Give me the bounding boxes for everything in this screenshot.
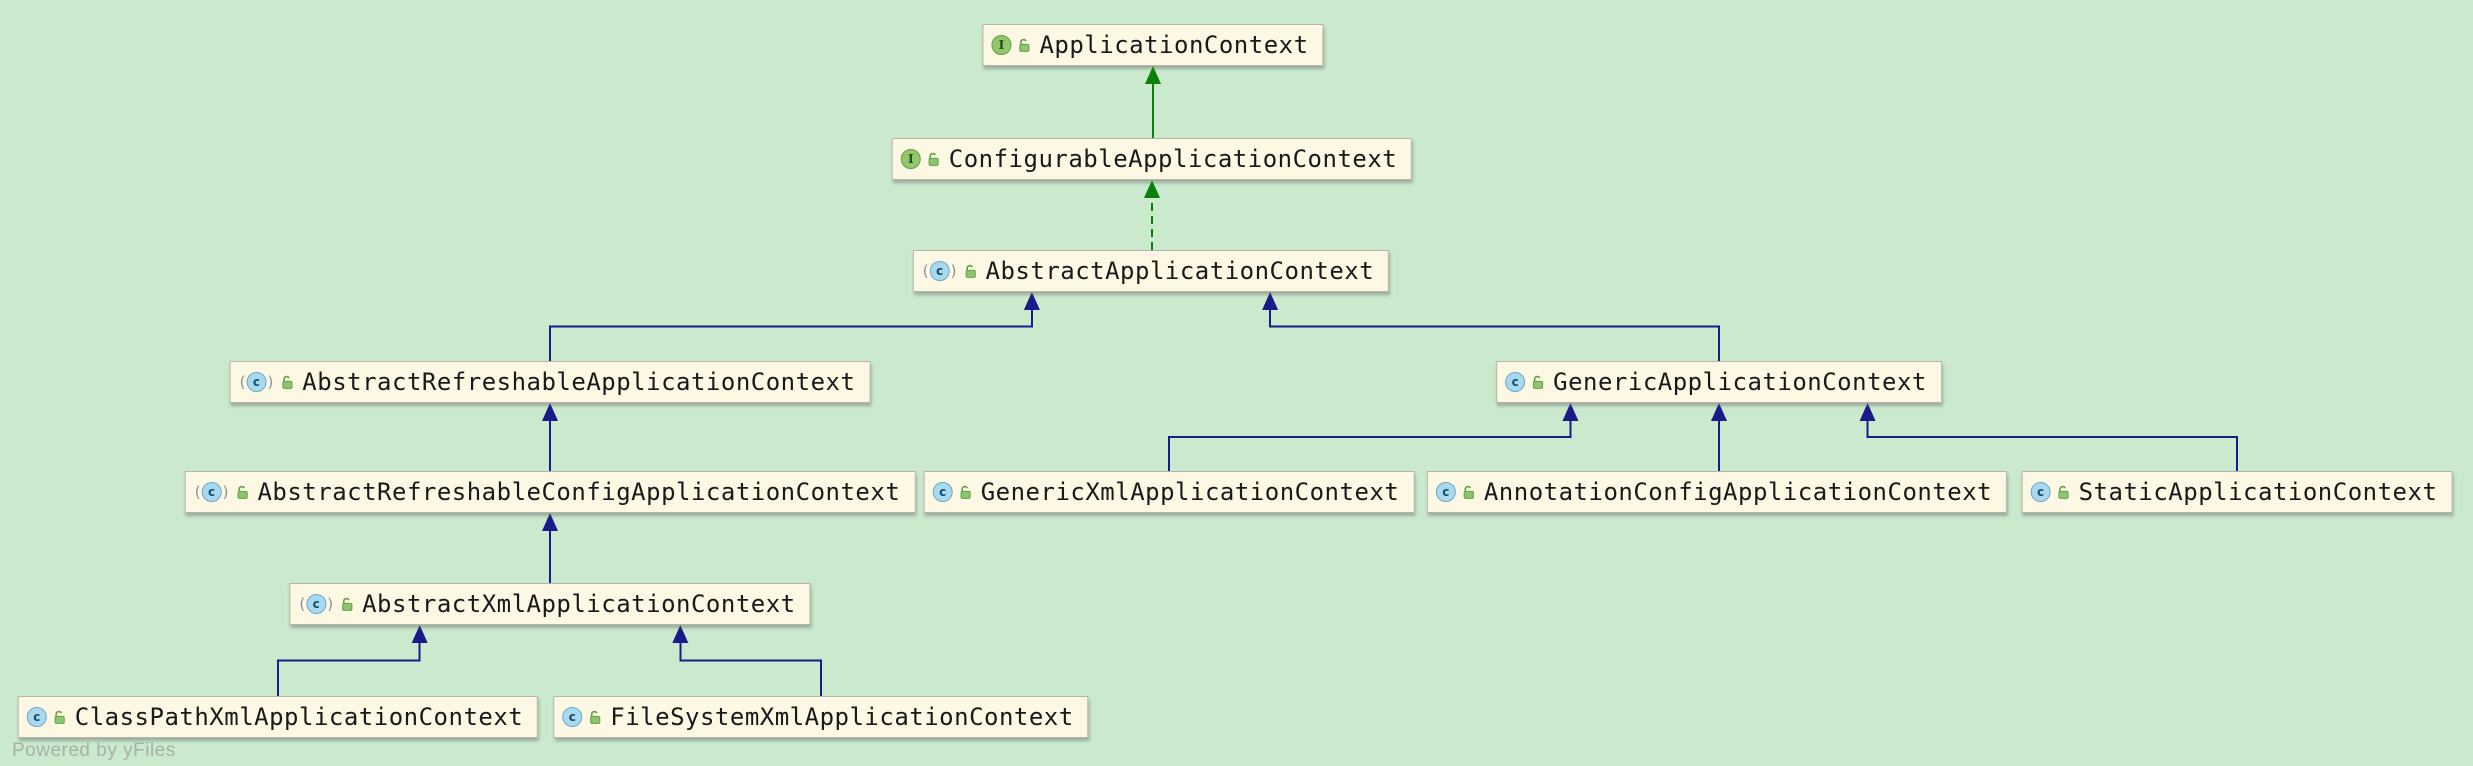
class-name-label: FileSystemXmlApplicationContext: [610, 703, 1074, 731]
inheritance-arrowhead: [1859, 403, 1876, 421]
unlock-icon: [282, 375, 293, 389]
inheritance-edge-FileSystemXmlApplicationContext-to-AbstractXmlApplicationContext: [679, 642, 822, 696]
unlock-icon: [1019, 38, 1030, 52]
class-name-label: ClassPathXmlApplicationContext: [74, 703, 524, 731]
class-node-AbstractRefreshableConfigApplicationContext[interactable]: (c) AbstractRefreshableConfigApplicationC…: [184, 471, 916, 513]
unlock-icon: [590, 710, 601, 724]
interface-icon: I: [900, 149, 921, 169]
unlock-icon: [54, 710, 65, 724]
class-icon: c: [1435, 482, 1456, 502]
inheritance-arrowhead: [1144, 180, 1160, 198]
inheritance-edge-GenericXmlApplicationContext-to-GenericApplicationContext: [1168, 420, 1572, 471]
inheritance-arrowhead: [1711, 403, 1727, 421]
inheritance-arrowhead: [542, 403, 558, 421]
class-icon: c: [1505, 372, 1526, 392]
unlock-icon: [2058, 485, 2069, 499]
class-node-StaticApplicationContext[interactable]: c StaticApplicationContext: [2021, 471, 2453, 513]
class-node-AbstractXmlApplicationContext[interactable]: (c) AbstractXmlApplicationContext: [289, 583, 811, 625]
class-node-GenericXmlApplicationContext[interactable]: c GenericXmlApplicationContext: [923, 471, 1415, 513]
inheritance-edge-ClassPathXmlApplicationContext-to-AbstractXmlApplicationContext: [277, 642, 421, 696]
unlock-icon: [341, 597, 353, 611]
abstract-class-icon: (c): [194, 482, 229, 502]
class-node-AbstractRefreshableApplicationContext[interactable]: (c) AbstractRefreshableApplicationContext: [229, 361, 871, 403]
yfiles-watermark: Powered by yFiles: [12, 740, 176, 761]
abstract-class-icon: (c): [239, 372, 274, 392]
class-icon: c: [26, 707, 47, 727]
class-name-label: AbstractRefreshableApplicationContext: [302, 368, 856, 396]
unlock-icon: [960, 485, 971, 499]
class-icon: c: [932, 482, 953, 502]
unlock-icon: [928, 152, 939, 166]
class-icon: c: [562, 707, 583, 727]
class-name-label: ApplicationContext: [1039, 31, 1309, 59]
abstract-class-icon: (c): [299, 594, 334, 614]
unlock-icon: [1463, 485, 1474, 499]
class-node-GenericApplicationContext[interactable]: c GenericApplicationContext: [1496, 361, 1942, 403]
inheritance-arrowhead: [411, 625, 428, 643]
inheritance-arrowhead: [542, 513, 558, 531]
class-node-AbstractApplicationContext[interactable]: (c) AbstractApplicationContext: [912, 250, 1390, 292]
class-name-label: GenericApplicationContext: [1553, 368, 1927, 396]
inheritance-edge-GenericApplicationContext-to-AbstractApplicationContext: [1269, 309, 1720, 361]
class-name-label: AbstractApplicationContext: [985, 257, 1375, 285]
class-node-FileSystemXmlApplicationContext[interactable]: c FileSystemXmlApplicationContext: [553, 696, 1089, 738]
unlock-icon: [965, 264, 976, 278]
inheritance-edge-StaticApplicationContext-to-GenericApplicationContext: [1866, 420, 2238, 471]
class-node-ClassPathXmlApplicationContext[interactable]: c ClassPathXmlApplicationContext: [17, 696, 539, 738]
class-node-AnnotationConfigApplicationContext[interactable]: c AnnotationConfigApplicationContext: [1426, 471, 2008, 513]
abstract-class-icon: (c): [922, 261, 957, 281]
class-node-ConfigurableApplicationContext[interactable]: I ConfigurableApplicationContext: [891, 138, 1413, 180]
class-name-label: StaticApplicationContext: [2078, 478, 2438, 506]
class-icon: c: [2030, 482, 2051, 502]
inheritance-arrowhead: [672, 625, 689, 643]
inheritance-arrowhead: [1262, 292, 1279, 310]
unlock-icon: [1532, 375, 1544, 389]
inheritance-edge-AbstractRefreshableApplicationContext-to-AbstractApplicationContext: [549, 309, 1033, 361]
inheritance-arrowhead: [1023, 292, 1040, 310]
inheritance-arrowhead: [1145, 66, 1161, 84]
class-name-label: GenericXmlApplicationContext: [980, 478, 1400, 506]
class-node-ApplicationContext[interactable]: I ApplicationContext: [982, 24, 1324, 66]
interface-icon: I: [991, 35, 1012, 55]
class-name-label: AbstractXmlApplicationContext: [362, 590, 796, 618]
class-name-label: AbstractRefreshableConfigApplicationCont…: [257, 478, 901, 506]
inheritance-arrowhead: [1562, 403, 1579, 421]
class-name-label: AnnotationConfigApplicationContext: [1483, 478, 1993, 506]
unlock-icon: [237, 485, 248, 499]
class-name-label: ConfigurableApplicationContext: [948, 145, 1398, 173]
